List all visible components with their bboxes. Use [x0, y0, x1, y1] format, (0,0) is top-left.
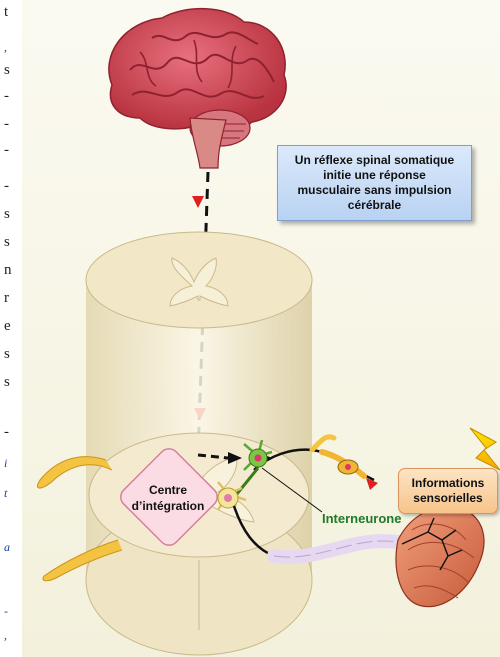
callout-line: musculaire sans impulsion: [295, 183, 454, 198]
margin-fragment: r: [4, 290, 9, 307]
page-margin-text: t , s - - - - s s n r e s s - i t a - ,: [0, 0, 22, 657]
red-arrow-icon: [192, 196, 204, 208]
margin-fragment: -: [4, 604, 8, 619]
margin-fragment: -: [4, 424, 9, 441]
margin-fragment: -: [4, 178, 9, 195]
margin-fragment: s: [4, 206, 10, 223]
label-line: d’intégration: [118, 498, 218, 514]
muscle-icon: [396, 506, 484, 606]
label-line: Informations: [412, 476, 485, 491]
margin-fragment: -: [4, 116, 9, 133]
interneurone-label: Interneurone: [322, 511, 401, 526]
callout-line: Un réflexe spinal somatique: [295, 153, 454, 168]
label-line: Centre: [118, 482, 218, 498]
margin-fragment: s: [4, 374, 10, 391]
brain-icon: [109, 9, 286, 168]
label-line: sensorielles: [412, 491, 485, 506]
margin-fragment: e: [4, 318, 11, 335]
margin-fragment: t: [4, 4, 8, 21]
margin-fragment: i: [4, 456, 7, 471]
margin-fragment: s: [4, 234, 10, 251]
margin-fragment: s: [4, 62, 10, 79]
margin-fragment: s: [4, 346, 10, 363]
margin-fragment: a: [4, 540, 10, 555]
margin-fragment: n: [4, 262, 12, 279]
diagram-canvas: [22, 0, 500, 657]
integration-centre-label: Centre d’intégration: [118, 482, 218, 514]
margin-fragment: -: [4, 142, 9, 159]
margin-fragment: ,: [4, 628, 7, 643]
sensory-info-box: Informations sensorielles: [398, 468, 498, 514]
callout-line: initie une réponse: [295, 168, 454, 183]
lightning-icon: [470, 428, 500, 470]
margin-fragment: ,: [4, 40, 7, 55]
margin-fragment: -: [4, 88, 9, 105]
reflex-diagram: Un réflexe spinal somatique initie une r…: [22, 0, 500, 657]
reflex-callout: Un réflexe spinal somatique initie une r…: [277, 145, 472, 221]
margin-fragment: t: [4, 486, 7, 501]
callout-line: cérébrale: [295, 198, 454, 213]
spinal-cord: [86, 232, 312, 655]
